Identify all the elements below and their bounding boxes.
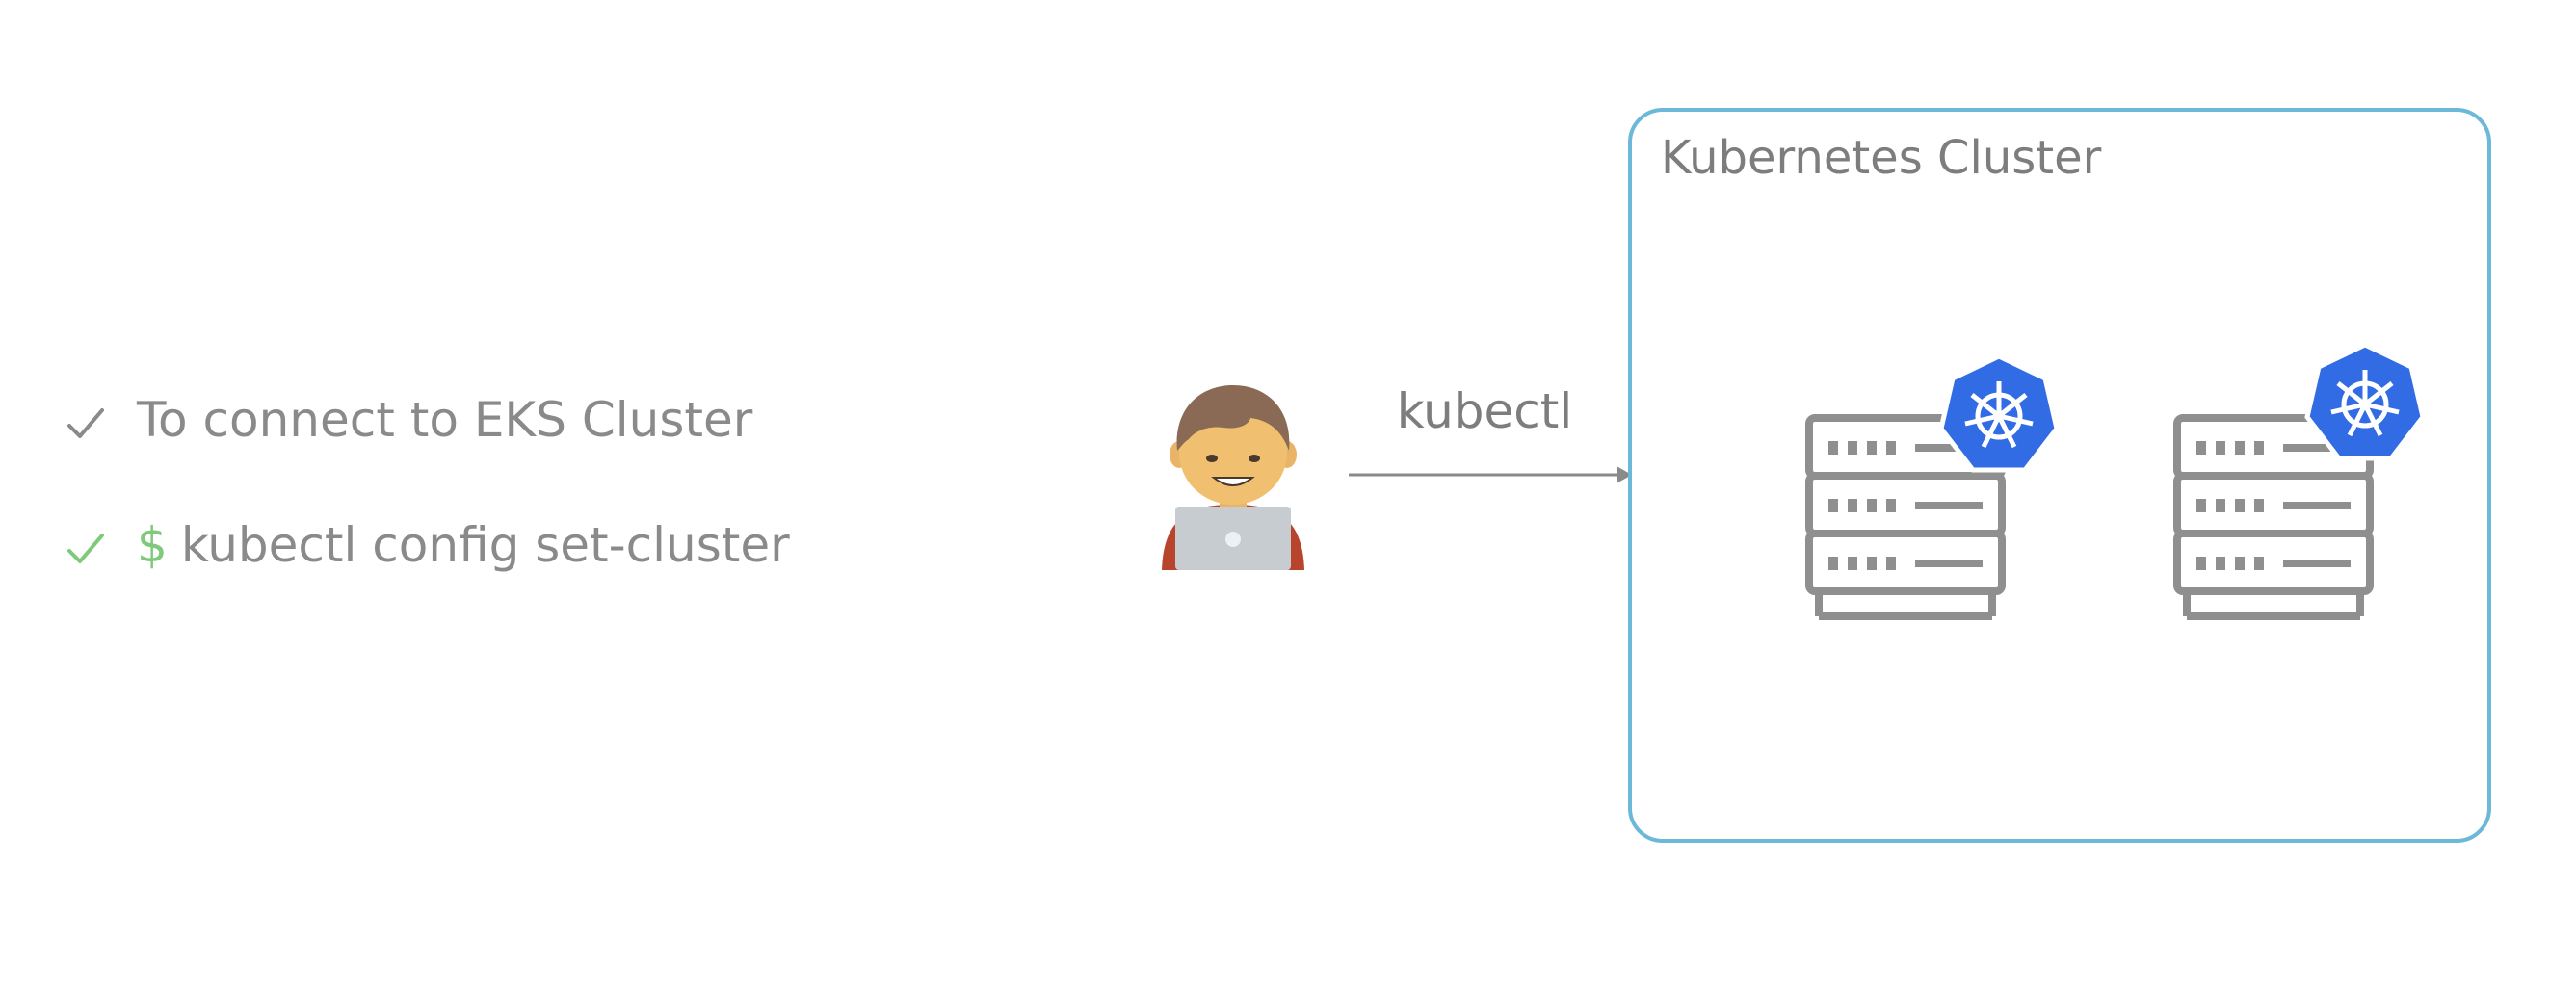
- check-icon: [66, 400, 106, 440]
- kubernetes-cluster-box: [1628, 108, 2491, 843]
- check-icon: [66, 525, 106, 565]
- cluster-node-2: [2168, 342, 2437, 632]
- connection-label: kubectl: [1396, 383, 1573, 439]
- developer-with-laptop-icon: [1156, 381, 1310, 570]
- kubernetes-logo-icon: [1938, 353, 2060, 473]
- cluster-title: Kubernetes Cluster: [1661, 131, 2102, 185]
- shell-prompt: $: [137, 517, 168, 573]
- bullet-text: To connect to EKS Cluster: [137, 392, 753, 448]
- command-text: kubectl config set-cluster: [180, 517, 790, 573]
- server-rack-icon: [2173, 414, 2374, 620]
- bullet-connect-eks: To connect to EKS Cluster: [66, 385, 752, 455]
- kubernetes-logo-icon: [2304, 342, 2426, 461]
- cluster-node-1: [1800, 349, 2069, 638]
- connection-arrow: [1347, 460, 1636, 489]
- bullet-kubectl-command: $ kubectl config set-cluster: [66, 510, 790, 580]
